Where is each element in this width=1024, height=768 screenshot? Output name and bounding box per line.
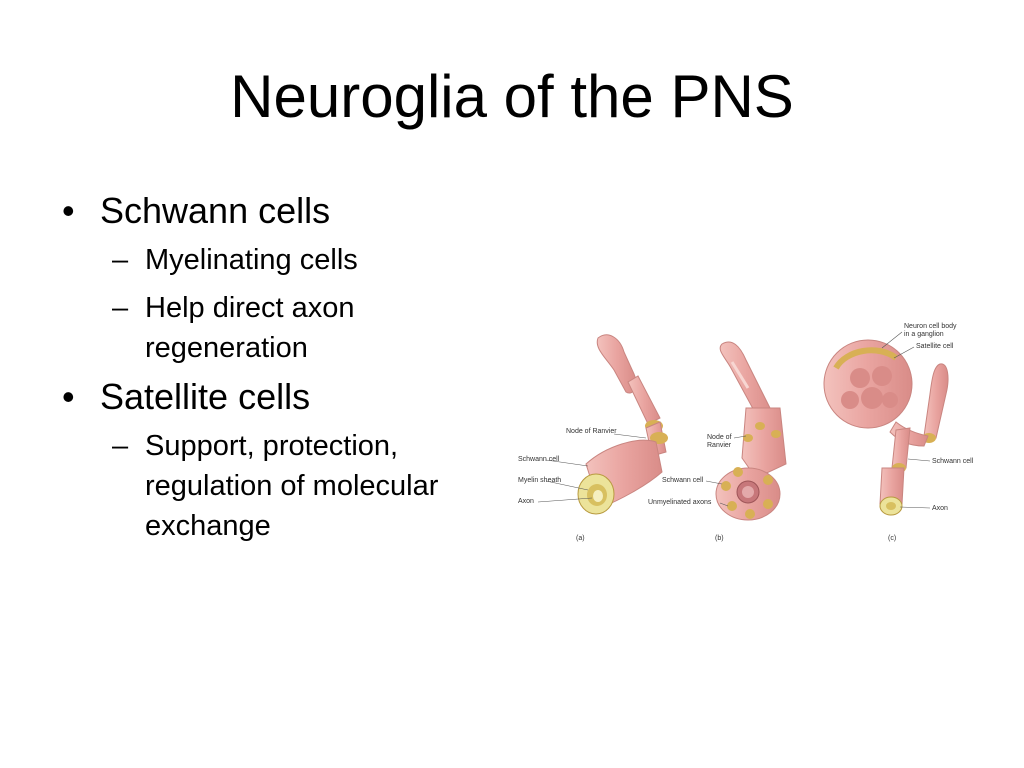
label-schwann-cell-c: Schwann cell (932, 458, 974, 465)
panel-label-c: (c) (888, 535, 896, 542)
sub-bullet-regeneration: – Help direct axon regeneration (62, 288, 502, 368)
sub-bullet-support: – Support, protection, regulation of mol… (62, 426, 502, 546)
sub-bullet-myelinating: – Myelinating cells (62, 240, 502, 280)
bullet-schwann-cells: • Schwann cells (62, 190, 331, 231)
label-unmyelinated-axons: Unmyelinated axons (648, 499, 712, 506)
leader-lines (537, 331, 931, 509)
bullet-icon: • (62, 376, 75, 417)
neuroglia-illustration: Node of Ranvier Schwann cell Myelin shea… (510, 318, 980, 548)
bullet-satellite-cells: • Satellite cells (62, 376, 311, 417)
slide-title: Neuroglia of the PNS (230, 63, 794, 130)
label-schwann-cell-a: Schwann cell (518, 456, 560, 463)
label-schwann-cell-b: Schwann cell (662, 477, 704, 484)
panel-c-satellite-cells (823, 339, 949, 516)
bullet-icon: • (62, 190, 75, 231)
panel-label-a: (a) (576, 535, 585, 542)
label-neuron-cell-body: Neuron cell body (904, 323, 957, 330)
bullet-list: • Schwann cells – Myelinating cells – He… (62, 190, 502, 554)
label-myelin-sheath: Myelin sheath (518, 477, 561, 484)
dash-icon: – (112, 244, 129, 276)
dash-icon: – (112, 292, 129, 324)
label-node-of: Node of (707, 434, 732, 441)
label-in-a-ganglion: in a ganglion (904, 331, 944, 338)
label-axon-c: Axon (932, 505, 948, 512)
label-ranvier: Ranvier (707, 442, 732, 449)
panel-b-unmyelinated-axons (715, 341, 787, 521)
panel-a-myelinated-axon (577, 334, 668, 515)
dash-icon: – (112, 430, 129, 462)
label-axon-a: Axon (518, 498, 534, 505)
neuroglia-diagram: Node of Ranvier Schwann cell Myelin shea… (518, 323, 974, 542)
label-node-of-ranvier: Node of Ranvier (566, 428, 617, 435)
label-satellite-cell: Satellite cell (916, 343, 954, 350)
panel-label-b: (b) (715, 535, 724, 542)
